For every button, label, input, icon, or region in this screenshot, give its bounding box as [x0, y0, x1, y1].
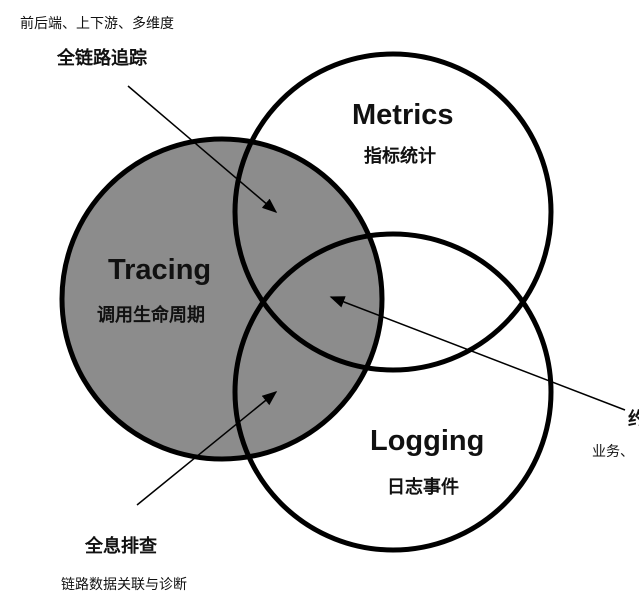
tracing-circle [59, 136, 385, 462]
tracing-title: Tracing [108, 254, 211, 286]
metrics-circle [232, 51, 554, 373]
right-note-partial: 业务、 [592, 443, 634, 459]
logging-subtitle: 日志事件 [387, 476, 459, 497]
arrow-to-center [329, 296, 626, 411]
top-heading: 全链路追踪 [56, 47, 147, 68]
arrow-to-tracing-logging [136, 391, 278, 506]
arrow-to-tracing-metrics [127, 85, 278, 213]
logging-circle [232, 231, 554, 553]
right-heading-partial: 约 [628, 408, 639, 429]
bottom-heading: 全息排查 [84, 535, 157, 556]
metrics-title: Metrics [352, 99, 454, 131]
top-note: 前后端、上下游、多维度 [20, 15, 174, 31]
logging-title: Logging [370, 425, 484, 457]
bottom-note: 链路数据关联与诊断 [61, 576, 187, 592]
tracing-subtitle: 调用生命周期 [97, 304, 205, 325]
metrics-subtitle: 指标统计 [364, 145, 436, 166]
